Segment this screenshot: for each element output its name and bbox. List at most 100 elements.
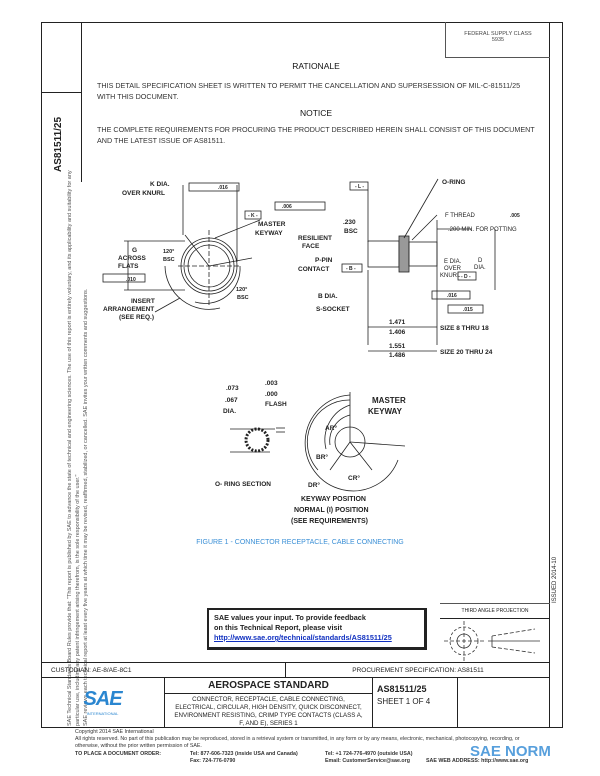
doc-number: AS81511/25 [377, 684, 427, 694]
dim-230: .230 [343, 219, 356, 226]
br-label: BR° [316, 453, 328, 461]
flash-003: .003 [265, 380, 278, 387]
face-label: FACE [302, 243, 320, 250]
dim2-max: 1.551 [389, 343, 406, 350]
front-view-labels: K DIA. OVER KNURL .016 - K - MASTER KEYW… [103, 181, 286, 321]
or-067: .067 [225, 397, 238, 404]
web-address[interactable]: SAE WEB ADDRESS: http://www.sae.org [426, 758, 529, 764]
datum-d: - D - [461, 274, 471, 280]
see-requirements-label: (SEE REQUIREMENTS) [291, 518, 368, 525]
k-dia-label: K DIA. [150, 181, 170, 188]
feedback-line1: SAE values your input. To provide feedba… [214, 613, 366, 622]
dim1-max: 1.471 [389, 319, 406, 326]
flash-000: .000 [265, 391, 278, 398]
projection-label: THIRD ANGLE PROJECTION [440, 604, 550, 619]
angle-120-a: 120° [163, 249, 174, 255]
projection-symbol-icon [444, 621, 540, 661]
feedback-line2: on this Technical Report, please visit [214, 623, 342, 632]
notice-title: NOTICE [299, 108, 333, 118]
keyway-label: KEYWAY [255, 230, 283, 237]
keyway-position-label: KEYWAY POSITION [301, 496, 366, 503]
o-ring-label: O-RING [442, 179, 465, 186]
third-angle-projection: THIRD ANGLE PROJECTION [440, 603, 550, 663]
tel-us: Tel: 877-606-7323 (inside USA and Canada… [190, 751, 298, 757]
tel-intl: Tel: +1 724-776-4970 (outside USA) [325, 751, 413, 757]
g-label: G [132, 247, 137, 254]
size1-label: SIZE 8 THRU 18 [440, 325, 489, 332]
title-block: SAE INTERNATIONAL AEROSPACE STANDARD CON… [41, 678, 550, 728]
custodian: CUSTODIAN: AE-8/AE-8C1 [41, 663, 286, 677]
oring-section-label: O- RING SECTION [215, 481, 271, 488]
federal-supply-class: FEDERAL SUPPLY CLASS 5935 [445, 22, 550, 58]
or-073: .073 [226, 385, 239, 392]
bsc-c: BSC [344, 228, 358, 235]
rationale-title: RATIONALE [292, 61, 340, 71]
bsc-a: BSC [163, 257, 175, 263]
s-socket-label: S-SOCKET [316, 306, 350, 313]
p-pin-label: P-PIN [315, 257, 333, 264]
master-label: MASTER [258, 221, 286, 228]
insert-label: INSERT [131, 298, 155, 305]
lower-labels: .073 .067 DIA. .003 .000 FLASH O- RING S… [215, 380, 406, 525]
see-req-label: (SEE REQ.) [119, 314, 154, 321]
fcf-b: .015 [463, 307, 473, 313]
copyright: Copyright 2014 SAE International [75, 729, 154, 735]
feedback-link[interactable]: http://www.sae.org/technical/standards/A… [214, 633, 392, 642]
rights-notice: All rights reserved. No part of this pub… [75, 736, 520, 749]
fax: Fax: 724-776-0790 [190, 758, 236, 764]
dr-label: DR° [308, 481, 320, 489]
keyway-label-2: KEYWAY [368, 407, 403, 416]
oring-section-view [230, 427, 285, 453]
connector-drawing: K DIA. OVER KNURL .016 - K - MASTER KEYW… [102, 178, 520, 525]
figure-caption: FIGURE 1 - CONNECTOR RECEPTACLE, CABLE C… [196, 539, 404, 546]
side-view-labels: - L - .006 O-RING F THREAD .005 .200 MIN… [282, 179, 520, 359]
fcf-k: .016 [218, 185, 228, 191]
email: Email: CustomerService@sae.org [325, 758, 410, 764]
size2-label: SIZE 20 THRU 24 [440, 349, 493, 356]
dim2-min: 1.486 [389, 352, 406, 359]
sheet-number: SHEET 1 OF 4 [377, 697, 431, 706]
over-knurl-label: OVER KNURL [122, 190, 165, 197]
bsc-b: BSC [237, 295, 249, 301]
side-view [274, 178, 496, 352]
across-label: ACROSS [118, 255, 146, 262]
potting-label: .200 MIN. FOR POTTING [448, 227, 517, 233]
sae-logo: SAE INTERNATIONAL [41, 678, 165, 728]
issued-date: ISSUED 2014-10 [552, 556, 558, 603]
notice-text: THE COMPLETE REQUIREMENTS FOR PROCURING … [97, 125, 535, 145]
d-label: D [478, 258, 483, 264]
or-dia: DIA. [223, 408, 236, 415]
left-doc-strip: AS81511/25 [41, 22, 82, 182]
e-over-label: OVER [444, 266, 462, 272]
normal-position-label: NORMAL (I) POSITION [294, 507, 369, 514]
f-thread-label: F THREAD [445, 213, 476, 219]
cr-label: CR° [348, 474, 360, 482]
b-dia-label: B DIA. [318, 293, 338, 300]
rationale-text: THIS DETAIL SPECIFICATION SHEET IS WRITT… [97, 81, 521, 101]
feedback-box: SAE values your input. To provide feedba… [207, 608, 427, 650]
e-knurl-label: KNURL [440, 273, 461, 279]
sae-norm-watermark: SAE NORM [470, 743, 551, 760]
dim1-min: 1.406 [389, 329, 406, 336]
order-label: TO PLACE A DOCUMENT ORDER: [75, 751, 162, 757]
arrangement-label: ARRANGEMENT [103, 306, 154, 313]
flats-label: FLATS [118, 263, 139, 270]
front-view [102, 182, 262, 313]
master-label-2: MASTER [372, 396, 406, 405]
fcf-g: .010 [126, 277, 136, 283]
fcf-lkb: .006 [282, 204, 292, 210]
keyway-position-view [304, 392, 406, 492]
ar-label: AR° [325, 424, 337, 432]
contact-label: CONTACT [298, 266, 329, 273]
aerospace-standard-heading: AEROSPACE STANDARD [165, 678, 372, 694]
document-description: CONNECTOR, RECEPTACLE, CABLE CONNECTING,… [174, 696, 363, 727]
right-margin-strip [550, 22, 563, 728]
datum-k: - K - [248, 213, 258, 219]
datum-l: - L - [355, 184, 364, 190]
angle-120-b: 120° [236, 287, 247, 293]
custodian-row: CUSTODIAN: AE-8/AE-8C1 PROCUREMENT SPECI… [41, 662, 550, 678]
resilient-label: RESILIENT [298, 235, 332, 242]
datum-b: - B - [346, 266, 356, 272]
fcf-d: .016 [447, 293, 457, 299]
procurement-spec: PROCUREMENT SPECIFICATION: AS81511 [352, 667, 484, 674]
